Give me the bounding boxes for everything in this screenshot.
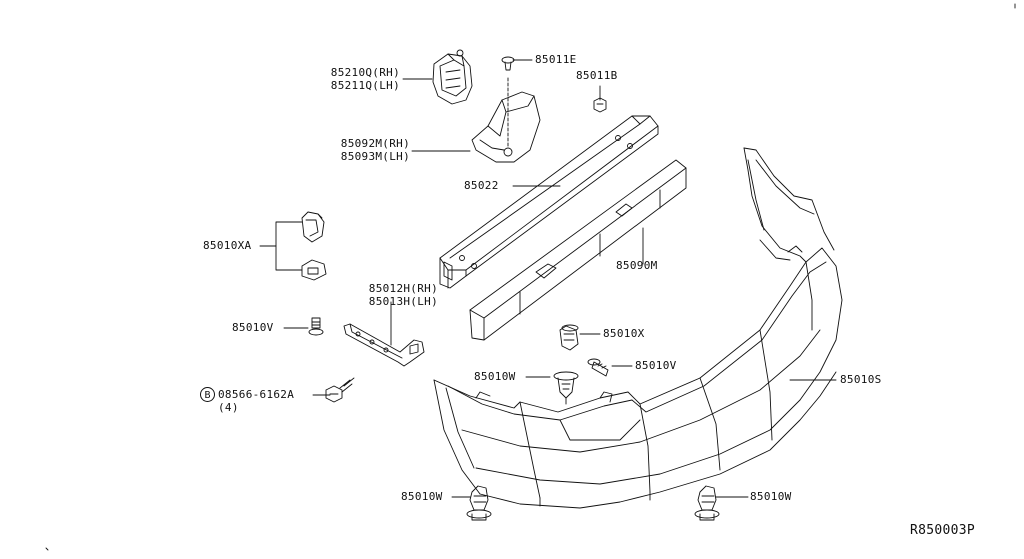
bolt-08566-6162a bbox=[325, 377, 355, 403]
label-85010w-bottom-left: 85010W bbox=[401, 490, 443, 503]
label-85010w-bottom-right: 85010W bbox=[750, 490, 792, 503]
label-85010x: 85010X bbox=[603, 327, 645, 340]
label-85022: 85022 bbox=[464, 179, 499, 192]
nut-85011b bbox=[593, 97, 607, 113]
leader-lines bbox=[259, 59, 837, 498]
label-85013h: 85013H(LH) bbox=[368, 295, 438, 308]
label-bolt-code: 08566-6162A bbox=[218, 388, 295, 401]
label-85211q: 85211Q(LH) bbox=[330, 79, 400, 92]
bracket-85210q bbox=[432, 49, 473, 105]
label-85010w-top: 85010W bbox=[474, 370, 516, 383]
clip-85010w-bottom-right bbox=[694, 485, 720, 521]
clip-85010w-top bbox=[553, 371, 579, 405]
corner-mark bbox=[45, 547, 49, 551]
clip-85011e bbox=[501, 56, 515, 71]
label-85093m: 85093M(LH) bbox=[340, 150, 410, 163]
energy-absorber-85090m bbox=[469, 159, 687, 341]
bracket-85012h bbox=[343, 323, 425, 367]
label-85011b: 85011B bbox=[576, 69, 618, 82]
clip-85010w-bottom-left bbox=[466, 485, 492, 521]
bolt-b-marker: B bbox=[200, 387, 215, 402]
clip-85010xa-upper bbox=[301, 211, 325, 243]
label-85010v-right: 85010V bbox=[635, 359, 677, 372]
label-85012h: 85012H(RH) bbox=[368, 282, 438, 295]
label-85010xa: 85010XA bbox=[203, 239, 252, 252]
bracket-85092m bbox=[471, 77, 541, 163]
bumper-fascia-85010s bbox=[433, 147, 843, 509]
screw-85010v-right bbox=[587, 358, 609, 377]
clip-85010xa-lower bbox=[301, 259, 327, 281]
clip-85010x bbox=[559, 324, 579, 351]
screw-85010v-left bbox=[308, 317, 324, 336]
label-85090m: 85090M bbox=[616, 259, 658, 272]
label-bolt-qty: (4) bbox=[218, 401, 239, 414]
label-85092m: 85092M(RH) bbox=[340, 137, 410, 150]
reinforcement-beam-85022 bbox=[439, 115, 659, 289]
diagram-id: R850003P bbox=[910, 523, 976, 538]
label-85010v-left: 85010V bbox=[232, 321, 274, 334]
label-85010s: 85010S bbox=[840, 373, 882, 386]
label-85210q: 85210Q(RH) bbox=[330, 66, 400, 79]
label-85011e: 85011E bbox=[535, 53, 577, 66]
